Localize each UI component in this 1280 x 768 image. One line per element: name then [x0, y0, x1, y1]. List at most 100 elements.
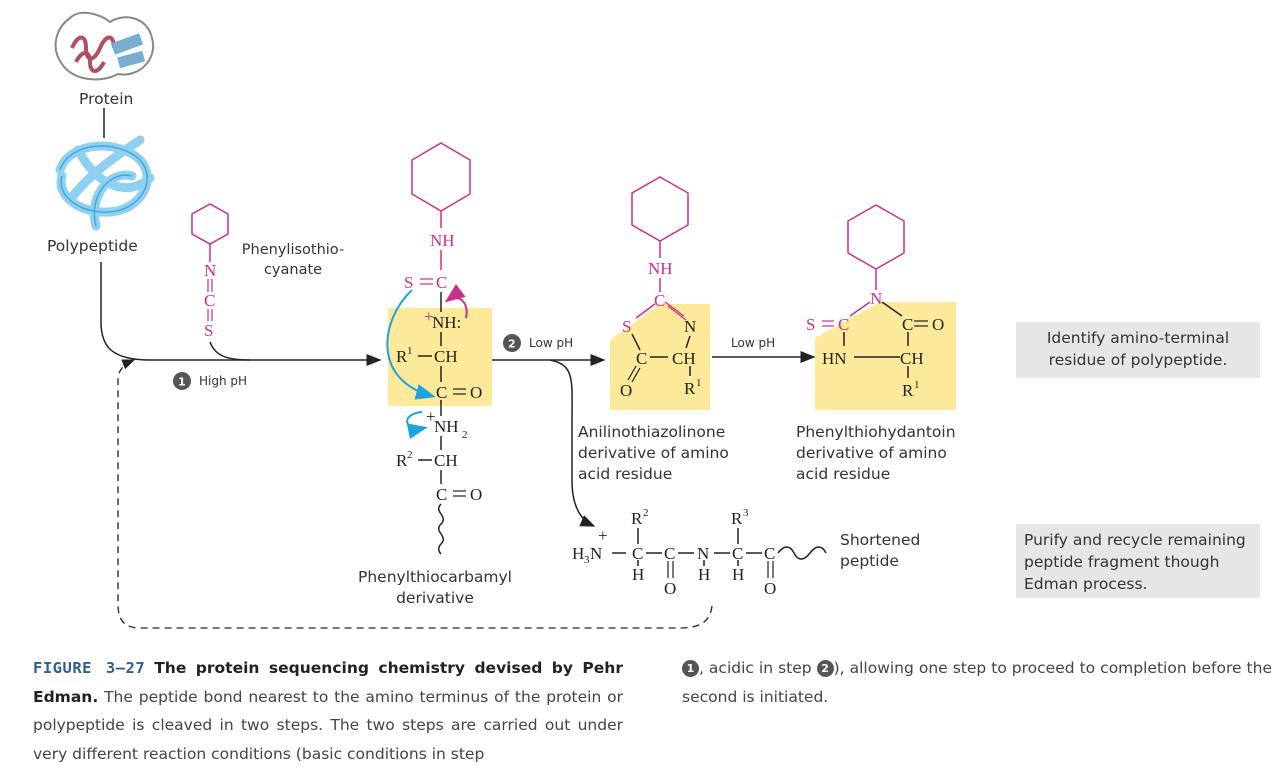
sp-o2: O	[764, 579, 776, 598]
sp-o1: O	[664, 579, 676, 598]
sp-r3-sub: 3	[743, 507, 749, 519]
step1-number: 1	[178, 376, 186, 389]
step1-label: High pH	[199, 374, 248, 388]
reagent-label: Phenylisothio- cyanate	[241, 240, 345, 280]
pth-caption-line3: acid residue	[796, 465, 891, 483]
ptc-nh2-sub: 2	[462, 429, 468, 441]
shortened-peptide-line2: peptide	[840, 552, 899, 570]
ptc-ch2: CH	[434, 451, 458, 470]
pth-r-sub: 1	[914, 379, 920, 391]
sp-n1: N	[590, 544, 602, 563]
ptc-nh2: NH	[434, 417, 459, 436]
sp-h3: H	[732, 565, 744, 584]
atz-c: C	[654, 291, 665, 310]
sp-n1-plus: +	[598, 526, 608, 545]
figure-caption-right: 1, acidic in step 2), allowing one step …	[682, 654, 1272, 711]
pth-c2: C	[902, 315, 913, 334]
phenylisothiocyanate-structure	[191, 203, 229, 321]
ptc-r1: R	[396, 347, 408, 366]
low-ph-label: Low pH	[731, 336, 776, 350]
edman-diagram: N C S NH S C + NH: R 1 CH C O + NH 2 R 2…	[54, 11, 956, 629]
ptc-c: C	[436, 273, 447, 292]
identify-box: Identify amino-terminal residue of polyp…	[1016, 322, 1260, 378]
pth-c1: C	[838, 315, 849, 334]
atom-c: C	[204, 291, 215, 310]
sp-r3: R	[731, 509, 743, 528]
ptc-o1: O	[470, 383, 482, 402]
ptc-caption-line2: derivative	[396, 589, 474, 607]
reagent-label-line2: cyanate	[263, 262, 323, 278]
atz-nh: NH	[648, 259, 673, 278]
pth-o: O	[932, 315, 944, 334]
step1-badge	[173, 372, 191, 390]
atz-o: O	[620, 381, 632, 400]
purify-box: Purify and recycle remaining peptide fra…	[1016, 524, 1260, 598]
atz-r-sub: 1	[696, 377, 702, 389]
pth-structure	[822, 204, 928, 378]
ptc-nh2-plus: +	[426, 407, 436, 426]
pth-hn: HN	[822, 349, 847, 368]
pth-caption-line1: Phenylthiohydantoin	[796, 423, 956, 441]
figure-body-part2: , acidic in step	[699, 659, 812, 677]
step2-badge	[503, 334, 521, 352]
sp-h2: H	[698, 565, 710, 584]
ptc-c1: C	[436, 383, 447, 402]
ptc-structure	[411, 142, 471, 555]
sp-c4: C	[764, 544, 775, 563]
ptc-r2: R	[396, 451, 408, 470]
atz-s: S	[622, 317, 631, 336]
step2-label: Low pH	[529, 336, 574, 350]
atz-ch: CH	[672, 349, 696, 368]
ptc-nh-plus: +	[424, 307, 434, 326]
ptc-ch1: CH	[434, 347, 458, 366]
pth-caption: Phenylthiohydantoin derivative of amino …	[796, 422, 956, 485]
sp-n2: N	[697, 544, 709, 563]
pth-n: N	[870, 289, 882, 308]
atom-n: N	[204, 261, 216, 280]
step1-ref-badge: 1	[682, 660, 699, 677]
step2-ref-badge: 2	[816, 660, 834, 677]
sp-r2: R	[631, 509, 643, 528]
protein-ribbon-icon	[54, 11, 155, 81]
pth-s: S	[806, 315, 815, 334]
ptc-caption-line1: Phenylthiocarbamyl	[357, 568, 512, 586]
figure-title: The protein sequencing chemistry devised…	[33, 659, 623, 706]
figure-caption-left: FIGURE 3–27 The protein sequencing chemi…	[33, 654, 623, 768]
ptc-r1-sub: 1	[407, 345, 413, 357]
pth-ch: CH	[900, 349, 924, 368]
atz-n: N	[684, 317, 696, 336]
figure-body-part3: ), allowing one step to proceed to compl…	[682, 659, 1272, 706]
atz-c2: C	[636, 349, 647, 368]
sp-h1: H	[632, 565, 644, 584]
sp-c1: C	[632, 544, 643, 563]
figure-label: FIGURE 3–27	[33, 659, 146, 677]
sp-c3: C	[732, 544, 743, 563]
ptc-r2-sub: 2	[407, 449, 413, 461]
atz-caption-line2: derivative of amino	[578, 444, 729, 462]
shortened-peptide-structure	[612, 528, 827, 578]
ptc-nh: NH	[430, 231, 455, 250]
ptc-c2: C	[436, 485, 447, 504]
ptc-s: S	[404, 273, 413, 292]
atz-caption: Anilinothiazolinone derivative of amino …	[578, 422, 729, 485]
atz-caption-line3: acid residue	[578, 465, 673, 483]
pth-r: R	[902, 381, 914, 400]
protein-label: Protein	[79, 90, 134, 108]
reagent-label-line1: Phenylisothio-	[241, 242, 345, 258]
atom-s: S	[204, 321, 213, 340]
sp-r2-sub: 2	[643, 507, 649, 519]
figure-body-part1: The peptide bond nearest to the amino te…	[33, 687, 623, 763]
atz-caption-line1: Anilinothiazolinone	[578, 423, 726, 441]
atz-r: R	[684, 379, 696, 398]
pth-caption-line2: derivative of amino	[796, 444, 947, 462]
atz-structure	[627, 176, 691, 383]
ptc-o2: O	[470, 485, 482, 504]
sp-c2: C	[664, 544, 675, 563]
ptc-caption: Phenylthiocarbamyl derivative	[340, 567, 530, 609]
ptc-nh-plus-label: NH:	[432, 313, 461, 332]
shortened-peptide-line1: Shortened	[840, 531, 921, 549]
pth-highlight	[815, 302, 956, 410]
step2-number: 2	[508, 338, 516, 351]
ptc-highlight	[388, 308, 492, 406]
shortened-peptide-label: Shortened peptide	[840, 530, 920, 572]
